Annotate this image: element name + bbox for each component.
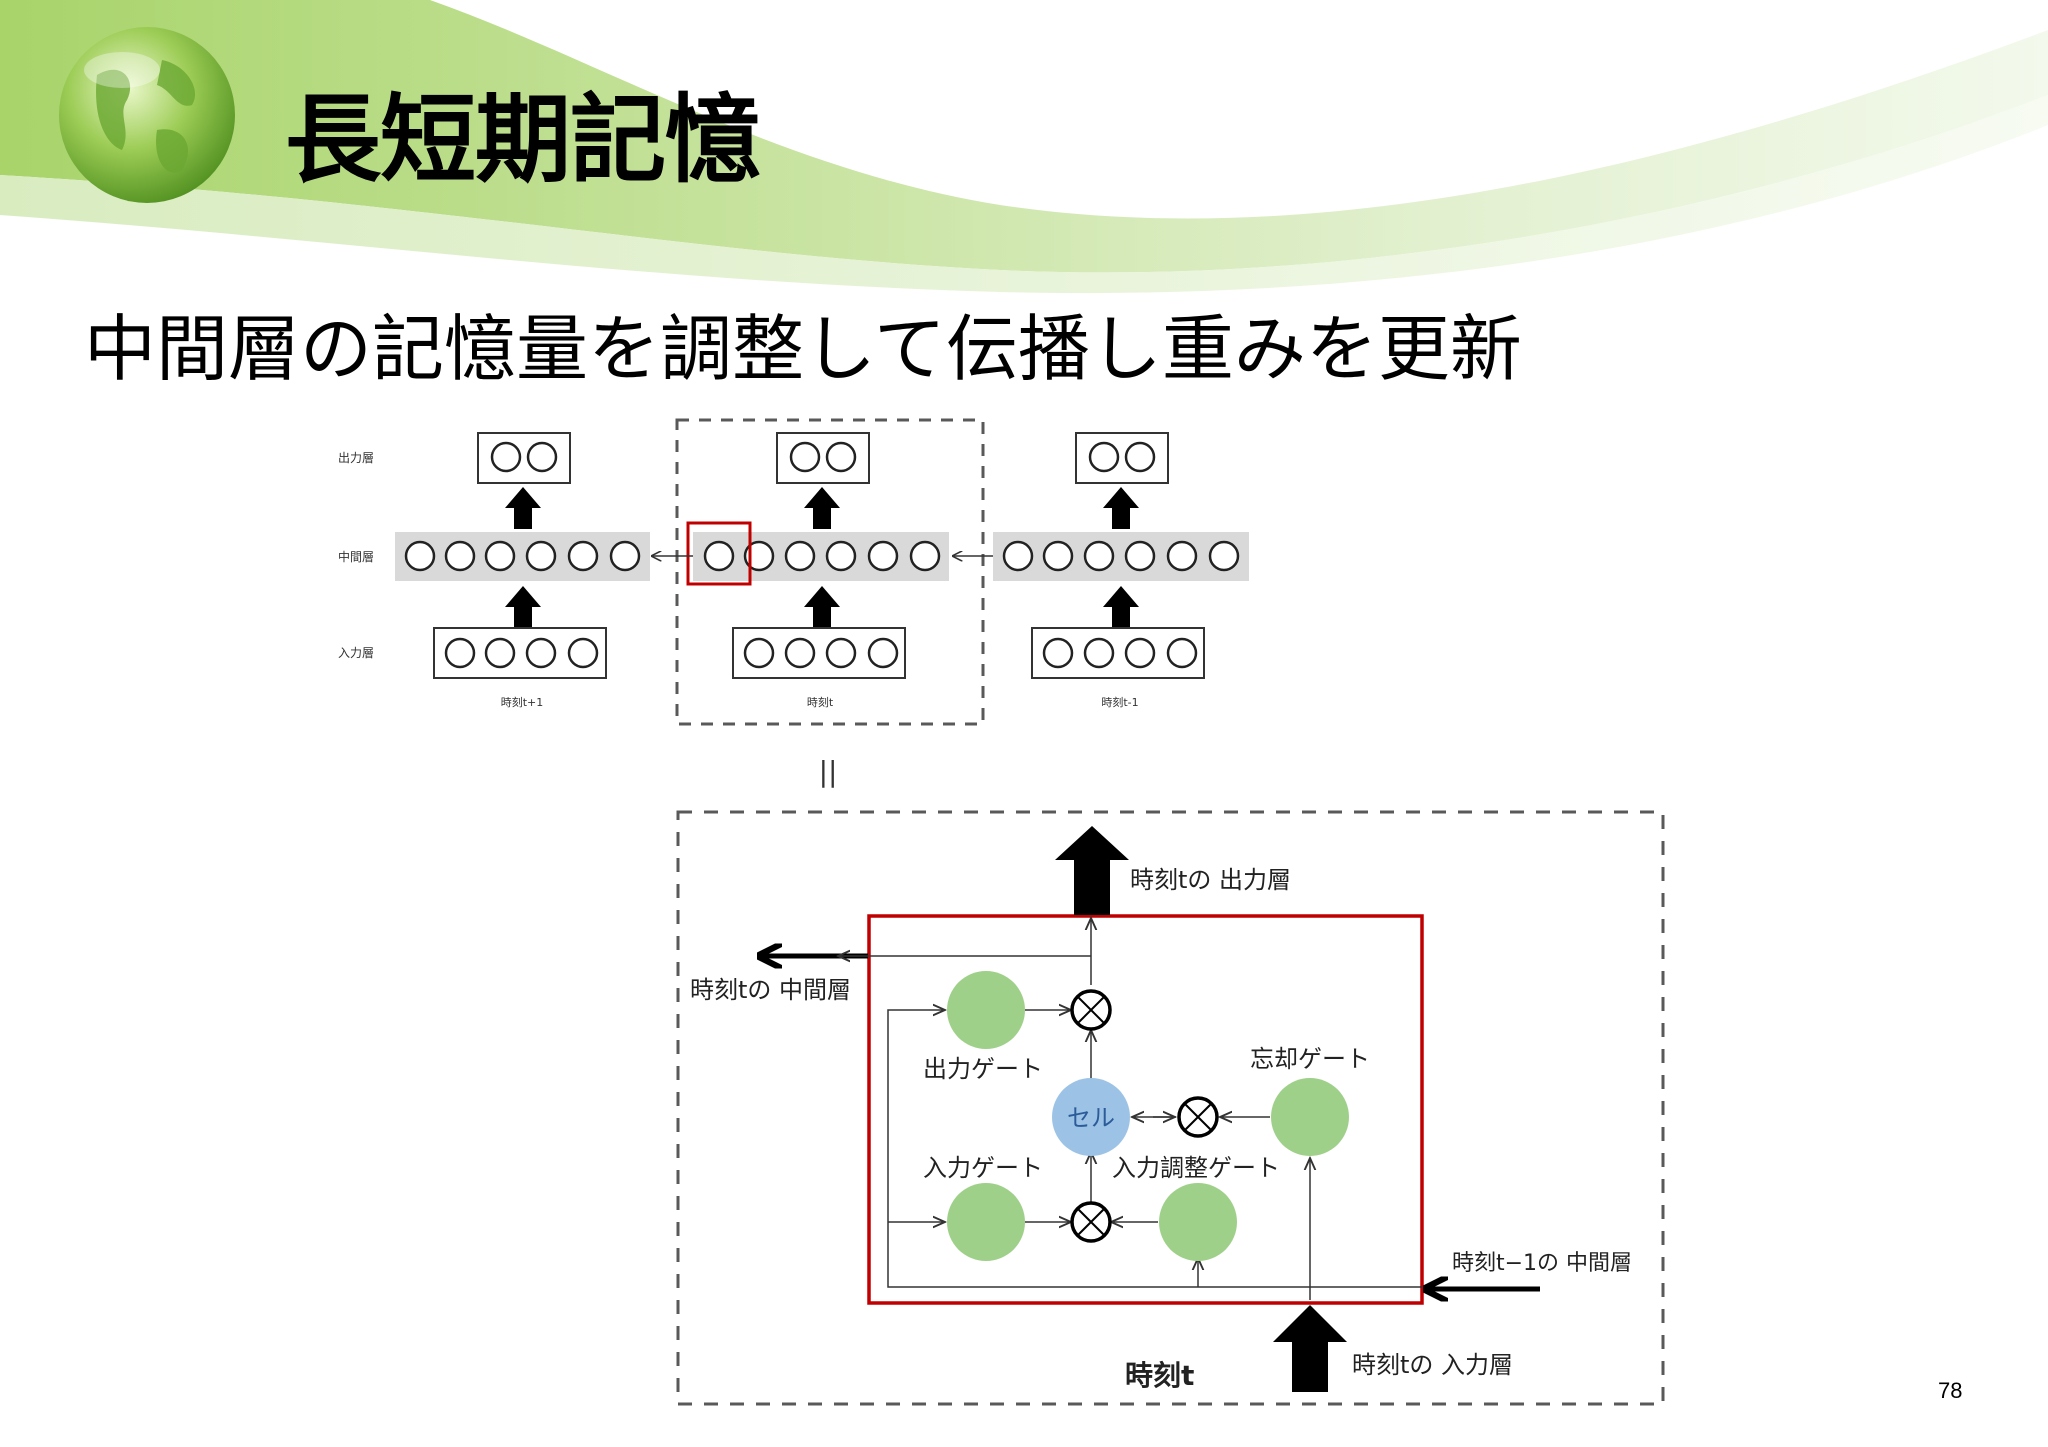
input-neuron	[484, 637, 516, 669]
hidden-neuron	[784, 540, 816, 572]
row-label-hidden: 中間層	[338, 549, 374, 564]
hidden-layer-band	[395, 532, 650, 581]
time-t-label: 時刻t	[1125, 1359, 1194, 1392]
wire	[887, 1010, 1422, 1288]
input-layer-label: 時刻tの 入力層	[1352, 1351, 1513, 1379]
multiply-circle-icon	[1070, 1201, 1112, 1243]
multiply-circle-icon	[1177, 1096, 1219, 1138]
input-neuron	[1042, 637, 1074, 669]
hidden-neuron	[444, 540, 476, 572]
input-neuron	[825, 637, 857, 669]
row-label-input: 入力層	[338, 646, 374, 660]
hidden-layer-band	[693, 532, 949, 581]
slide-title: 長短期記憶	[285, 84, 761, 196]
time-step-t: 時刻t	[675, 418, 985, 726]
input-neuron	[743, 637, 775, 669]
up-arrow	[804, 586, 840, 628]
time-step-t-minus-1: 時刻t-1	[993, 432, 1249, 709]
input-neuron	[567, 637, 599, 669]
equals-sign: ||	[819, 755, 838, 788]
output-gate-label: 出力ゲート	[923, 1055, 1043, 1083]
header-background	[0, 0, 2048, 294]
time-step-t-plus-1: 時刻t+1	[395, 432, 650, 709]
lstm-highlight-box	[686, 521, 752, 586]
up-arrow	[1103, 586, 1139, 628]
row-label-output: 出力層	[338, 451, 374, 465]
input-layer-box	[433, 627, 607, 679]
hidden-neuron	[825, 540, 857, 572]
input-neuron	[525, 637, 557, 669]
input-neuron	[867, 637, 899, 669]
slide-subtitle: 中間層の記憶量を調整して伝播し重みを更新	[84, 307, 1522, 391]
hidden-neuron	[1042, 540, 1074, 572]
input-neuron	[444, 637, 476, 669]
page-number: 78	[1938, 1378, 1963, 1403]
up-arrow	[505, 586, 541, 628]
output-big-arrow	[1055, 826, 1129, 915]
input-modulation-gate-label: 入力調整ゲート	[1112, 1154, 1280, 1182]
hidden-neuron	[1124, 540, 1156, 572]
hidden-layer-band	[993, 532, 1249, 581]
hidden-neuron	[1002, 540, 1034, 572]
input-neuron	[1166, 637, 1198, 669]
time-t-dashed-frame	[676, 810, 1665, 1406]
hidden-neuron	[867, 540, 899, 572]
time-step-label: 時刻t	[807, 695, 834, 709]
hidden-in-label: 時刻t−1の 中間層	[1452, 1251, 1632, 1276]
hidden-neuron	[1208, 540, 1240, 572]
up-arrow	[1103, 487, 1139, 529]
forget-gate-label: 忘却ゲート	[1250, 1045, 1370, 1073]
hidden-neuron	[567, 540, 599, 572]
hidden-neuron	[1166, 540, 1198, 572]
input-big-arrow	[1273, 1305, 1347, 1392]
hidden-neuron	[484, 540, 516, 572]
hidden-neuron	[525, 540, 557, 572]
output-neuron	[789, 441, 821, 473]
output-layer-box	[776, 432, 870, 484]
input-neuron	[1124, 637, 1156, 669]
multiply-circle-icon	[1070, 989, 1112, 1031]
time-step-label: 時刻t-1	[1101, 695, 1138, 709]
input-layer-box	[1031, 627, 1205, 679]
input-modulation-gate-node	[1159, 1183, 1237, 1261]
hidden-neuron	[703, 540, 735, 572]
cell-node	[1052, 1078, 1130, 1156]
forget-gate-node	[1271, 1078, 1349, 1156]
hidden-neuron	[909, 540, 941, 572]
output-layer-label: 時刻tの 出力層	[1130, 866, 1291, 894]
output-neuron	[490, 441, 522, 473]
input-neuron	[1083, 637, 1115, 669]
input-gate-node	[947, 1183, 1025, 1261]
output-layer-box	[477, 432, 571, 484]
hidden-neuron	[1083, 540, 1115, 572]
output-neuron	[825, 441, 857, 473]
globe-icon	[59, 27, 235, 203]
output-layer-box	[1075, 432, 1169, 484]
cell-label: セル	[1067, 1104, 1115, 1132]
output-neuron	[1088, 441, 1120, 473]
up-arrow	[804, 487, 840, 529]
dashed-frame	[675, 418, 985, 726]
hidden-neuron	[404, 540, 436, 572]
output-neuron	[526, 441, 558, 473]
up-arrow	[505, 487, 541, 529]
input-gate-label: 入力ゲート	[923, 1154, 1043, 1182]
hidden-out-label: 時刻tの 中間層	[690, 976, 851, 1004]
output-neuron	[1124, 441, 1156, 473]
time-step-label: 時刻t+1	[501, 695, 544, 709]
hidden-neuron	[609, 540, 641, 572]
output-gate-node	[947, 971, 1025, 1049]
hidden-neuron	[743, 540, 775, 572]
input-neuron	[784, 637, 816, 669]
input-layer-box	[732, 627, 906, 679]
lstm-cell-box	[867, 914, 1424, 1305]
